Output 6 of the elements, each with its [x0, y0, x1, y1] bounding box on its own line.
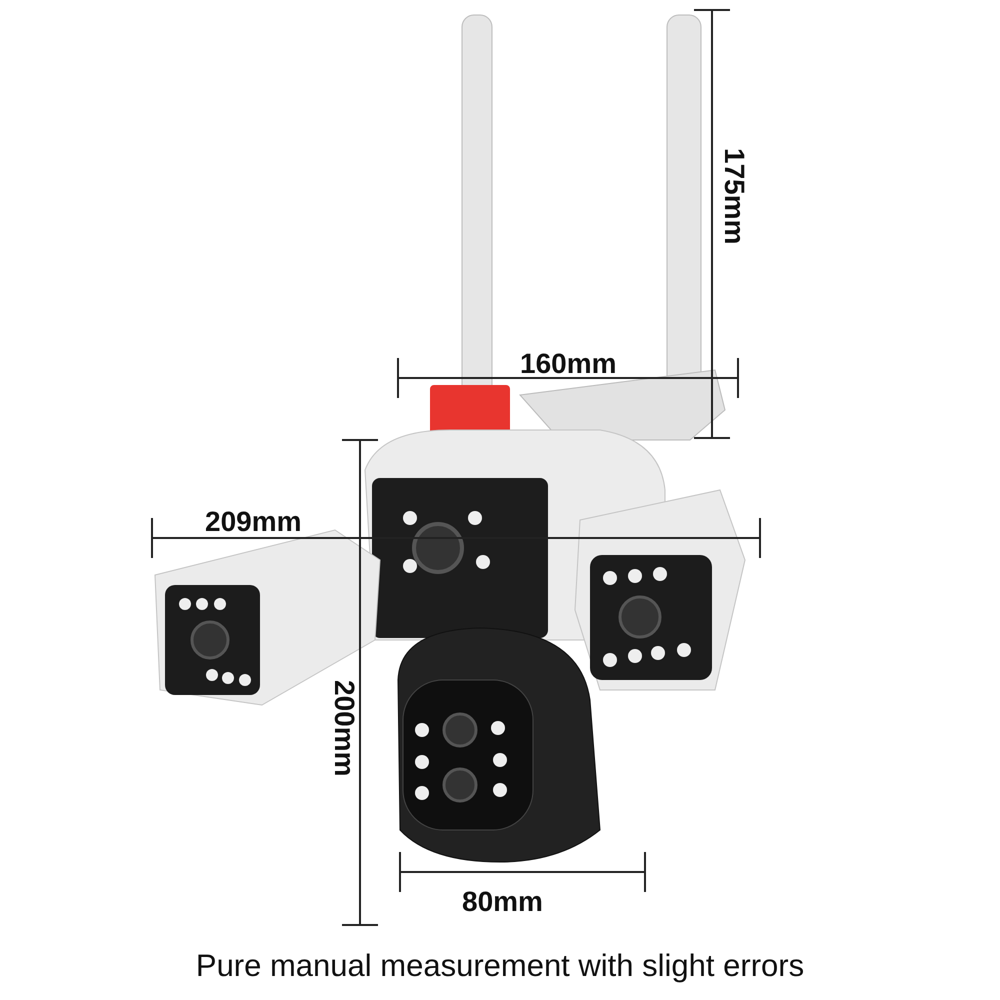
caption: Pure manual measurement with slight errors	[194, 948, 806, 984]
dimension-label: 80mm	[462, 888, 543, 916]
dimension-label: 209mm	[205, 508, 302, 536]
dimension-label: 200mm	[330, 680, 358, 777]
dimension-label: 175mm	[720, 148, 748, 245]
dimension-label: 160mm	[520, 350, 617, 378]
